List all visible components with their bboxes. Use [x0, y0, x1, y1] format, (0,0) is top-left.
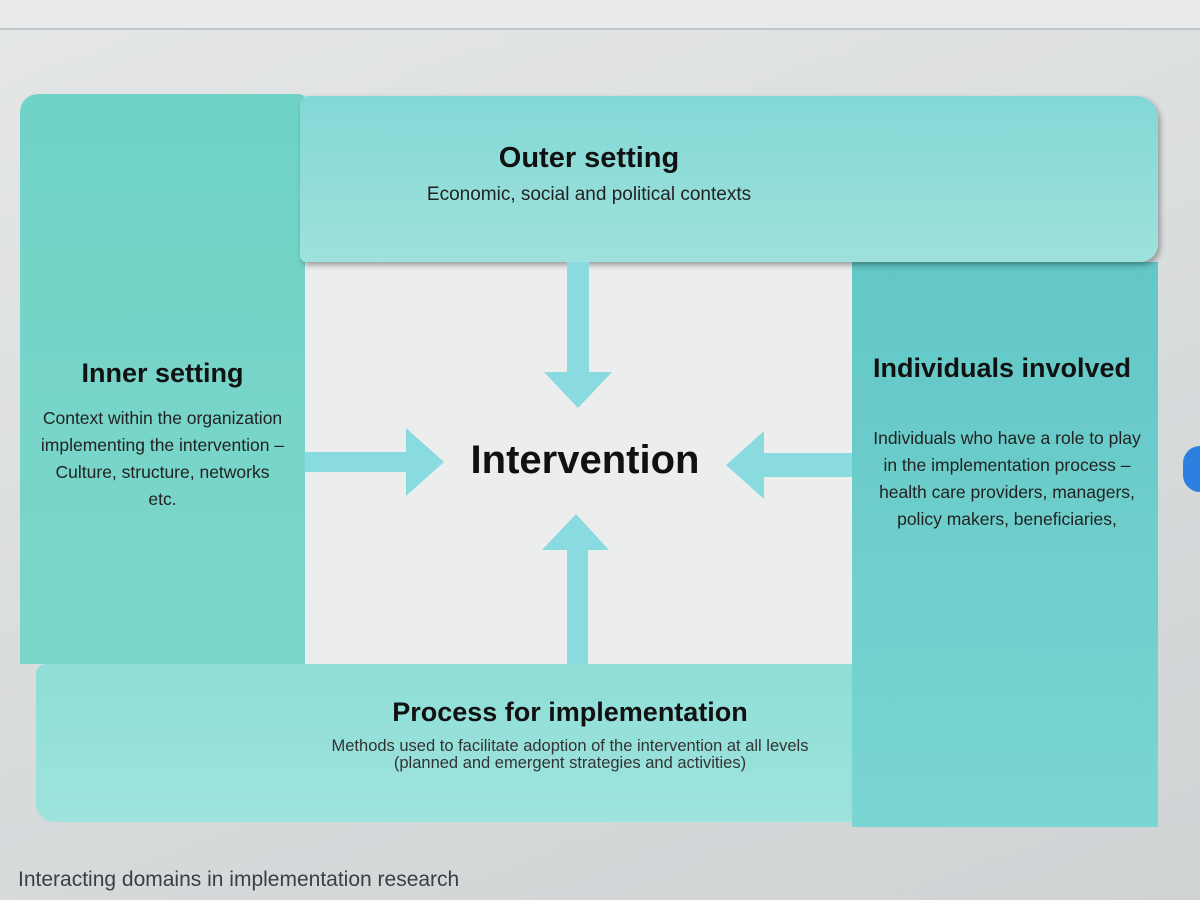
side-handle[interactable] — [1183, 446, 1200, 492]
outer-setting-title: Outer setting — [498, 142, 680, 174]
process-title: Process for implementation — [392, 697, 748, 727]
arrow-left-from-individuals — [726, 431, 852, 499]
individuals-title: Individuals involved — [872, 353, 1132, 383]
arrow-up-from-process — [542, 514, 609, 664]
outer-setting-description: Economic, social and political contexts — [426, 184, 752, 205]
intervention-label: Intervention — [470, 438, 700, 482]
outer-setting-box — [300, 96, 1158, 262]
arrow-right-from-inner — [305, 428, 444, 496]
screen-top-bar — [0, 0, 1200, 30]
inner-setting-description: Context within the organization implemen… — [40, 408, 285, 509]
figure-caption: Interacting domains in implementation re… — [18, 868, 460, 891]
individuals-box — [852, 262, 1158, 827]
inner-setting-box — [20, 94, 305, 664]
process-description: Methods used to facilitate adoption of t… — [331, 737, 809, 772]
inner-setting-title: Inner setting — [81, 358, 244, 388]
individuals-description: Individuals who have a role to play in t… — [873, 428, 1141, 529]
arrow-down-from-outer — [544, 262, 612, 408]
process-box — [36, 664, 852, 822]
